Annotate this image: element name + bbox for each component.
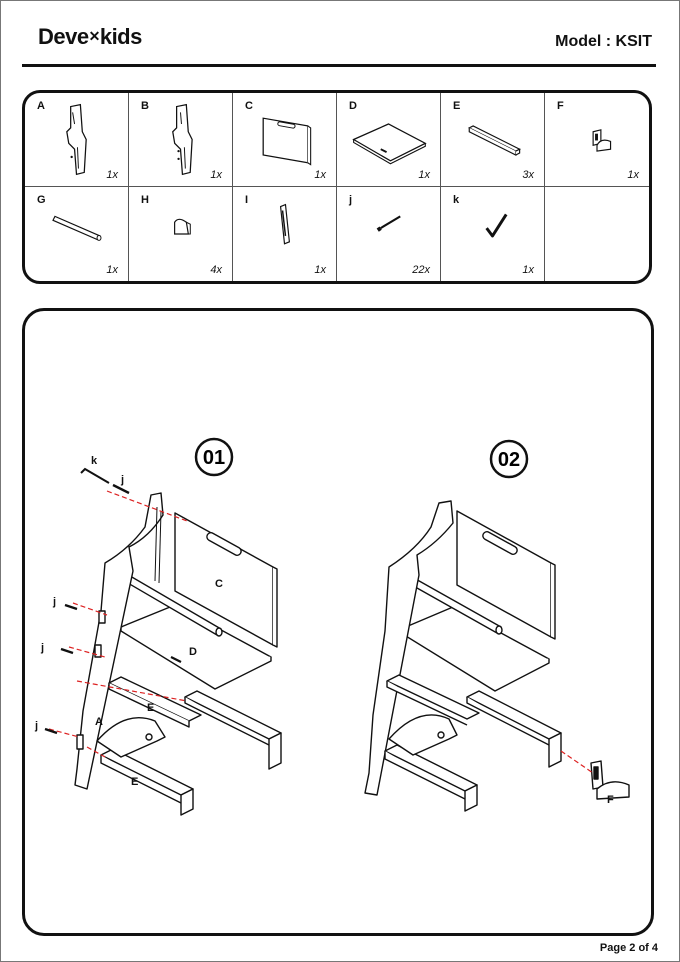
page-number: Page 2 of 4 [599,942,658,954]
part-label: F [557,100,564,112]
callout-j: j [120,474,124,486]
callout-a: A [95,716,103,728]
callout-e: E [131,776,138,788]
part-qty: 1x [314,169,326,181]
step-02-callouts: F [607,794,614,806]
part-qty: 1x [627,169,639,181]
callout-f: F [607,794,614,806]
part-label: G [37,194,46,206]
part-cell-g: G 1x [25,187,129,281]
callout-k: k [91,455,98,467]
round-rod-icon [52,215,102,241]
callout-c: C [215,578,223,590]
step-01-hardware [44,467,130,735]
step-02-drawing [364,500,630,812]
logo-text-part2: kids [99,24,143,49]
brand-logo: Deve✕kids [38,24,142,50]
parts-list: A 1x B 1x C [22,90,652,284]
callout-j: j [34,720,38,732]
part-cell-h: H 4x [129,187,233,281]
part-label: C [245,100,253,112]
part-label: E [453,100,461,112]
model-label: Model : KSIT [555,33,652,50]
part-cell-i: I 1x [233,187,337,281]
part-label: D [349,100,357,112]
part-cell-b: B 1x [129,93,233,187]
assembly-steps-panel: 01 02 [22,308,654,936]
step-02-number: 02 [498,449,520,471]
callout-j: j [40,642,44,654]
step-02-guide-line [560,750,594,774]
side-panel-b-icon [172,103,193,176]
part-qty: 1x [522,264,534,276]
logo-mark-icon: ✕ [88,28,101,44]
slotted-strip-icon [279,203,291,245]
step-01-drawing [74,492,282,816]
part-label: B [141,100,149,112]
part-cell-e: E 3x [441,93,545,187]
part-qty: 3x [522,169,534,181]
step-01-badge: 01 [194,437,234,477]
part-qty: 1x [106,169,118,181]
step-02-badge: 02 [489,439,529,479]
part-qty: 1x [418,169,430,181]
side-panel-a-icon [66,103,87,176]
part-label: j [349,194,353,206]
part-cell-f: F 1x [545,93,649,187]
part-cell-d: D 1x [337,93,441,187]
callout-j: j [52,596,56,608]
rail-bar-icon [467,125,521,156]
part-qty: 1x [314,264,326,276]
step-01-callouts: k j j j j C D E E A [34,455,223,788]
part-qty: 22x [412,264,430,276]
part-cell-k: k 1x [441,187,545,281]
screw-icon [376,215,401,232]
logo-text-part1: Deve [38,24,89,49]
step-01-guide-lines [48,490,188,758]
part-cell-j: j 22x [337,187,441,281]
callout-e: E [147,702,154,714]
part-cell-c: C 1x [233,93,337,187]
part-label: k [453,194,460,206]
part-cell-empty [545,187,649,281]
page-header: Deve✕kids Model : KSIT [22,18,656,67]
assembly-illustration: 01 02 [34,437,630,816]
callout-d: D [189,646,197,658]
part-qty: 4x [210,264,222,276]
seat-board-icon [352,123,427,165]
part-qty: 1x [210,169,222,181]
backrest-panel-icon [262,117,312,166]
step-01-number: 01 [203,447,225,469]
end-cap-icon [174,218,191,235]
part-label: A [37,100,45,112]
part-cell-a: A 1x [25,93,129,187]
parts-grid: A 1x B 1x C [25,93,649,281]
part-label: H [141,194,149,206]
part-label: I [245,194,249,206]
clip-bracket-icon [592,129,612,152]
part-qty: 1x [106,264,118,276]
allen-key-icon [485,213,508,238]
